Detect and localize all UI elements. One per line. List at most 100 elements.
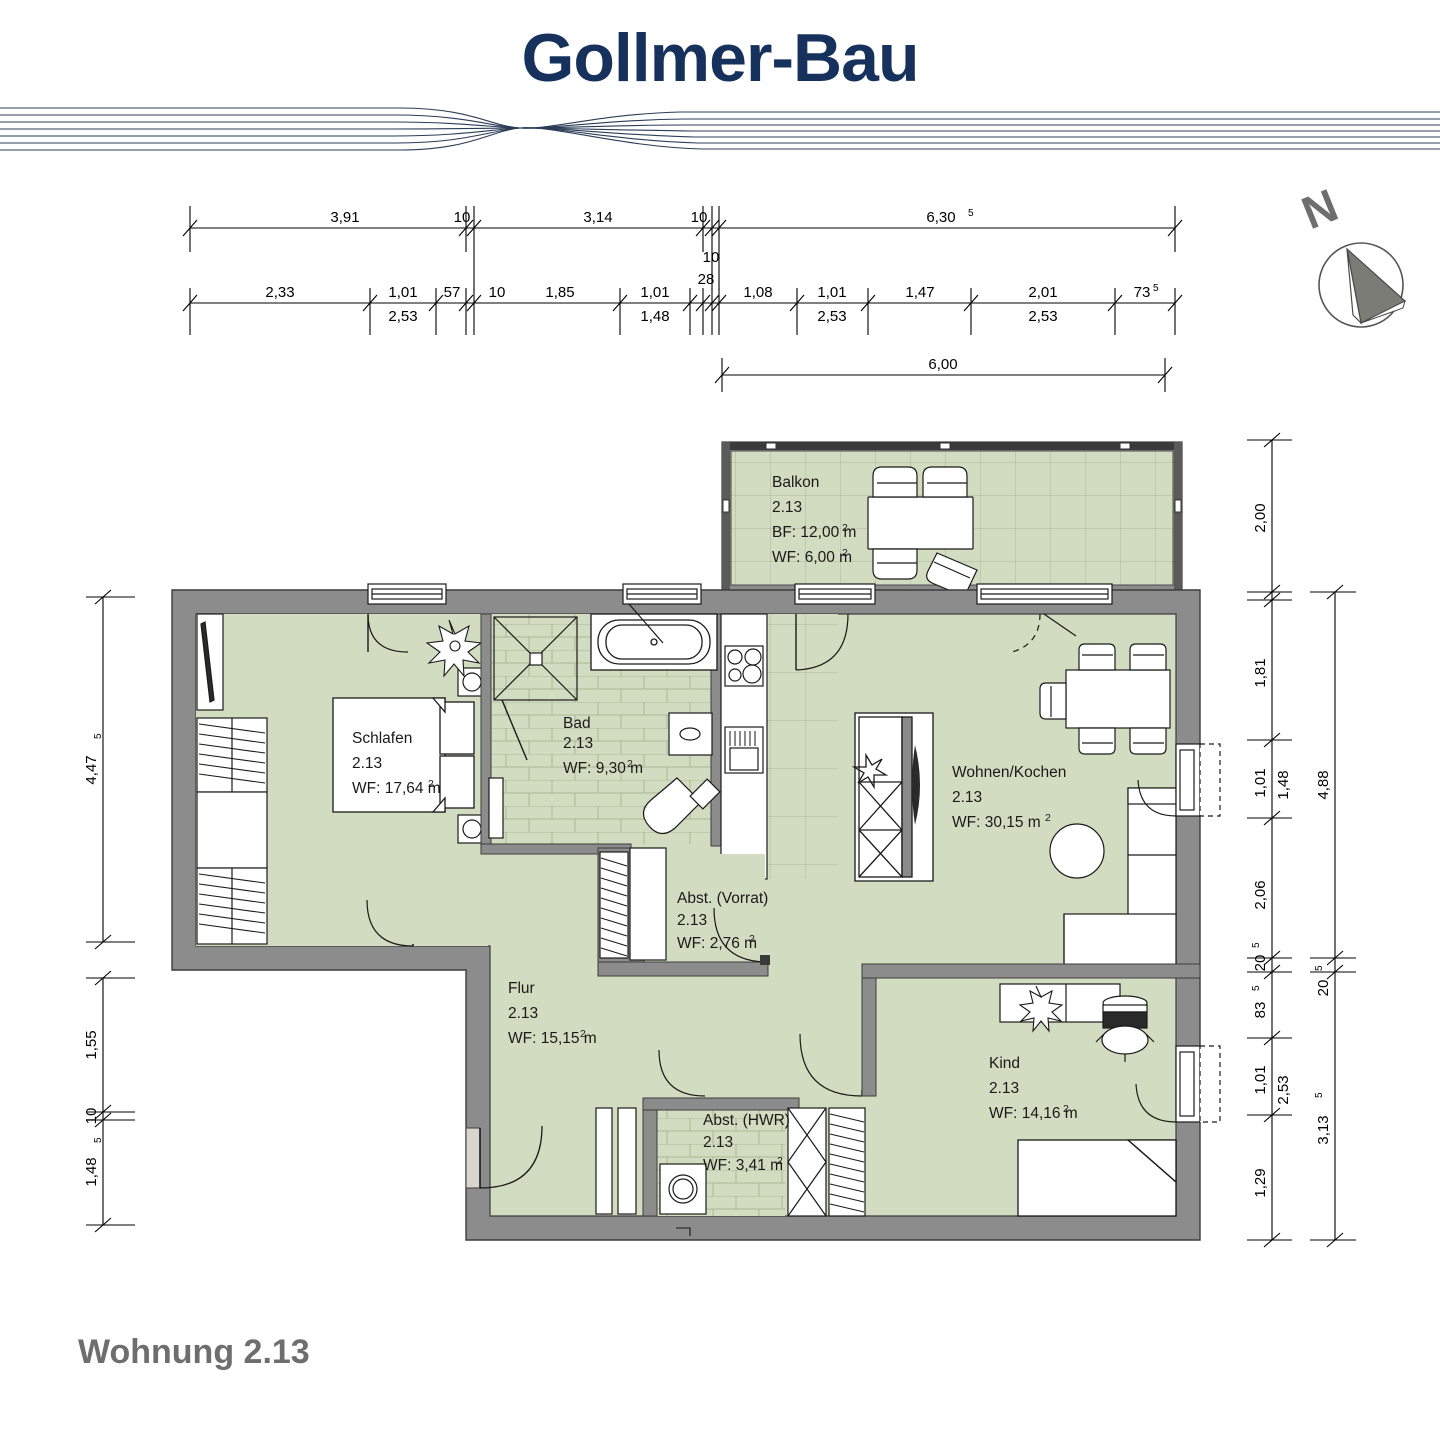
north-arrow: N: [1294, 178, 1407, 328]
svg-text:10: 10: [454, 209, 471, 226]
svg-text:2,06: 2,06: [1252, 880, 1269, 909]
svg-text:2.13: 2.13: [352, 755, 382, 772]
svg-text:6,30: 6,30: [926, 209, 955, 226]
window-left-bedroom: [196, 613, 224, 711]
room-label-bad: Bad 2.13 WF: 9,30 m 2: [563, 715, 643, 777]
svg-text:3,13: 3,13: [1315, 1115, 1332, 1144]
svg-text:20: 20: [1315, 980, 1332, 997]
room-label-abst-vorrat: Abst. (Vorrat) 2.13 WF: 2,76 m 2: [677, 890, 768, 952]
svg-text:3,14: 3,14: [583, 209, 612, 226]
svg-text:2: 2: [627, 758, 633, 770]
plant-bedroom: [425, 619, 483, 678]
star-symbol: [851, 752, 889, 790]
svg-text:5: 5: [1251, 942, 1262, 948]
room-kind: Kind 2.13 WF: 14,16 m 2: [989, 983, 1221, 1217]
svg-text:1,48: 1,48: [1275, 770, 1292, 799]
side-table: [1049, 823, 1105, 879]
svg-text:1,85: 1,85: [545, 284, 574, 301]
window-right-living: [1175, 743, 1221, 817]
room-label-abst-hwr: Abst. (HWR) 2.13 WF: 3,41 m 2: [703, 1112, 790, 1174]
svg-text:WF: 30,15 m: WF: 30,15 m: [952, 814, 1041, 831]
svg-text:2: 2: [428, 778, 434, 790]
svg-text:2.13: 2.13: [563, 735, 593, 752]
svg-text:83: 83: [1252, 1002, 1269, 1019]
svg-text:10: 10: [489, 284, 506, 301]
svg-text:2: 2: [1045, 812, 1051, 824]
svg-text:57: 57: [444, 284, 461, 301]
svg-text:5: 5: [968, 208, 974, 219]
svg-text:2: 2: [842, 522, 848, 534]
svg-text:1,55: 1,55: [83, 1030, 100, 1059]
washing-machine: [659, 1163, 707, 1215]
room-abst-hwr: Abst. (HWR) 2.13 WF: 3,41 m 2: [595, 1097, 866, 1217]
svg-text:Wohnen/Kochen: Wohnen/Kochen: [952, 764, 1066, 781]
dimension-chain-right-outer: [1310, 584, 1356, 1248]
svg-text:1,08: 1,08: [743, 284, 772, 301]
svg-text:2.13: 2.13: [703, 1134, 733, 1151]
plant-kind: [1018, 985, 1064, 1033]
room-abst-vorrat: Abst. (Vorrat) 2.13 WF: 2,76 m 2: [597, 847, 770, 977]
entry-door: [465, 1125, 543, 1189]
svg-text:WF: 9,30 m: WF: 9,30 m: [563, 760, 643, 777]
sink-bath: [668, 712, 713, 756]
kitchen-tall-unit: [854, 712, 934, 882]
window-right-kind: [1175, 1045, 1221, 1123]
svg-text:2,53: 2,53: [388, 308, 417, 325]
svg-text:1,48: 1,48: [640, 308, 669, 325]
room-balkon: Balkon 2.13 BF: 12,00 m 2 WF: 6,00 m 2: [721, 441, 1183, 595]
window-balcony-door: [794, 583, 1113, 605]
svg-text:Flur: Flur: [508, 980, 535, 997]
svg-text:3,91: 3,91: [330, 209, 359, 226]
svg-text:10: 10: [83, 1108, 100, 1125]
svg-text:1,01: 1,01: [1252, 768, 1269, 797]
svg-text:2: 2: [842, 547, 848, 559]
header-swoosh-decoration: [0, 107, 1440, 151]
window-top-bedroom: [367, 583, 447, 605]
desk: [999, 983, 1121, 1023]
plan-caption: Wohnung 2.13: [78, 1333, 310, 1371]
room-bad: Bad 2.13 WF: 9,30 m 2: [480, 583, 722, 855]
floor-detail-marks: [676, 1227, 691, 1236]
room-label-schlafen: Schlafen 2.13 WF: 17,64 m 2: [352, 730, 441, 797]
svg-text:1,29: 1,29: [1252, 1168, 1269, 1197]
dimension-labels-right-outer: 4,88 20 5 3,13 5: [1314, 770, 1332, 1144]
dimension-labels-top-inner: 2,33 1,01 57 10 1,85 1,01 1,08 1,01 1,47…: [265, 283, 1159, 325]
dimension-labels-left: 4,47 5 1,55 10 1,48 5: [83, 733, 104, 1187]
svg-text:2.13: 2.13: [772, 499, 802, 516]
kitchen-counters: [720, 613, 768, 880]
svg-text:1,01: 1,01: [1252, 1065, 1269, 1094]
svg-text:WF: 17,64 m: WF: 17,64 m: [352, 780, 441, 797]
room-label-wohnen-kochen: Wohnen/Kochen 2.13 WF: 30,15 m 2: [952, 764, 1066, 831]
svg-text:28: 28: [698, 271, 715, 288]
svg-text:1,81: 1,81: [1252, 658, 1269, 687]
room-wohnen-kochen: Wohnen/Kochen 2.13 WF: 30,15 m 2: [720, 583, 1221, 967]
svg-text:2: 2: [580, 1028, 586, 1040]
svg-text:Abst. (Vorrat): Abst. (Vorrat): [677, 890, 768, 907]
bathtub: [590, 613, 718, 671]
dimension-chain-top-outer: [182, 206, 1183, 290]
dimension-chain-right-inner: [1247, 432, 1292, 1248]
toilet: [642, 777, 721, 835]
svg-text:WF: 15,15 m: WF: 15,15 m: [508, 1030, 597, 1047]
svg-text:WF: 6,00 m: WF: 6,00 m: [772, 549, 852, 566]
svg-text:5: 5: [1153, 283, 1159, 294]
svg-text:2,53: 2,53: [1028, 308, 1057, 325]
svg-text:4,88: 4,88: [1315, 770, 1332, 799]
svg-text:5: 5: [1251, 985, 1262, 991]
svg-text:2,53: 2,53: [817, 308, 846, 325]
svg-text:Balkon: Balkon: [772, 474, 819, 491]
svg-text:1,48: 1,48: [83, 1157, 100, 1186]
svg-text:Abst. (HWR): Abst. (HWR): [703, 1112, 790, 1129]
dimension-balcony-width: [714, 358, 1173, 392]
svg-text:2.13: 2.13: [677, 912, 707, 929]
svg-text:WF: 3,41 m: WF: 3,41 m: [703, 1157, 783, 1174]
kitchen-floor: [766, 614, 838, 879]
svg-text:1,01: 1,01: [817, 284, 846, 301]
svg-text:Bad: Bad: [563, 715, 591, 732]
svg-text:1,01: 1,01: [640, 284, 669, 301]
svg-text:2: 2: [777, 1155, 783, 1167]
svg-text:BF: 12,00 m: BF: 12,00 m: [772, 524, 856, 541]
dimension-labels-right-inner: 2,00 1,81 1,01 1,48 2,06 20 5 83 5 1,01 …: [1251, 503, 1292, 1197]
